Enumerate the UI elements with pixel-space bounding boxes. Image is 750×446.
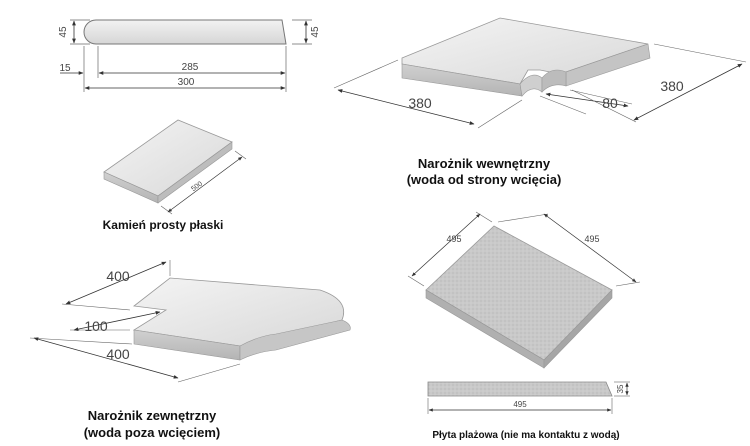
inner-corner-caption-line2: (woda od strony wcięcia) — [407, 172, 562, 187]
profile-overhang-label: 15 — [59, 63, 71, 74]
straight-stone-length-label: 500 — [190, 180, 204, 193]
straight-stone-caption: Kamień prosty płaski — [103, 218, 224, 232]
stone-profile-drawing — [60, 19, 312, 92]
beach-tile-caption: Płyta plażowa (nie ma kontaktu z wodą) — [432, 430, 619, 441]
inner-corner-caption-line1: Narożnik wewnętrzny — [418, 156, 551, 171]
profile-height-left-label: 45 — [58, 26, 69, 38]
profile-total-length-label: 300 — [178, 77, 195, 88]
profile-height-right-label: 45 — [310, 26, 321, 38]
outer-corner-bottom-side-label: 400 — [106, 346, 130, 362]
inner-corner-left-side-label: 380 — [408, 95, 432, 111]
outer-corner-caption-line1: Narożnik zewnętrzny — [88, 408, 217, 423]
beach-tile-drawing — [407, 211, 641, 414]
outer-corner-drawing — [29, 260, 351, 383]
beach-tile-left-side-label: 495 — [446, 234, 461, 244]
outer-corner-notch-label: 100 — [84, 318, 108, 334]
beach-tile-length-label: 495 — [513, 400, 527, 409]
inner-corner-drawing — [333, 17, 747, 129]
beach-tile-thickness-label: 35 — [616, 384, 625, 393]
outer-corner-caption-line2: (woda poza wcięciem) — [84, 425, 221, 440]
inner-corner-notch-label: 80 — [602, 95, 618, 111]
inner-corner-right-side-label: 380 — [660, 78, 684, 94]
profile-inner-length-label: 285 — [182, 62, 199, 73]
straight-stone-drawing — [103, 119, 247, 215]
outer-corner-top-side-label: 400 — [106, 268, 130, 284]
beach-tile-right-side-label: 495 — [584, 234, 599, 244]
